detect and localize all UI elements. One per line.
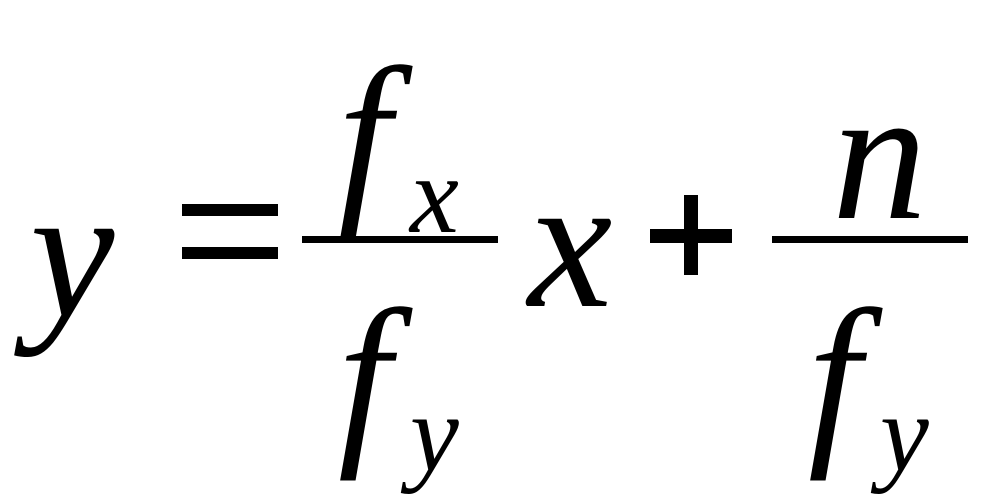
numerator-n: n: [832, 50, 927, 260]
denominator-f: f: [338, 272, 391, 482]
numerator-f: f: [338, 30, 391, 240]
fraction-bar-1: [302, 236, 498, 243]
denominator-f-2: f: [808, 272, 861, 482]
numerator-subscript-x: x: [410, 134, 459, 256]
denominator-subscript-y: y: [410, 372, 459, 494]
variable-x: x: [528, 138, 613, 348]
lhs-variable-y: y: [30, 148, 115, 358]
fraction-bar-2: [772, 236, 968, 243]
denominator-subscript-y-2: y: [880, 372, 929, 494]
